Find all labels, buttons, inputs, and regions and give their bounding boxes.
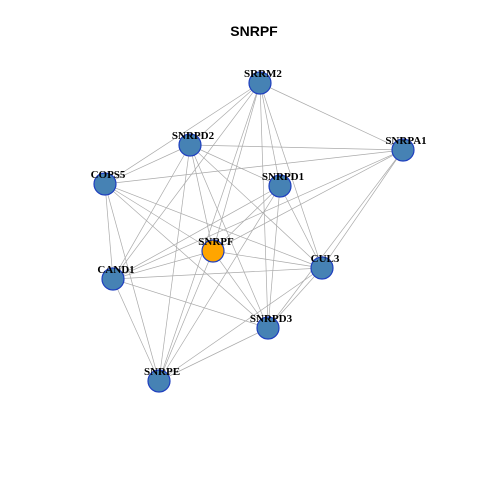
edge-snrpa1-snrpf xyxy=(212,149,404,252)
edge-snrpd2-cand1 xyxy=(112,144,191,280)
node-snrpf[interactable] xyxy=(201,239,225,263)
edge-snrpd1-cul3 xyxy=(279,185,323,269)
edge-srrm2-snrpe xyxy=(158,82,261,382)
node-snrpe[interactable] xyxy=(147,369,171,393)
edge-cops5-cand1 xyxy=(104,183,114,280)
edge-cul3-snrpd3 xyxy=(267,267,323,329)
edge-srrm2-snrpd2 xyxy=(189,82,261,146)
edge-snrpf-cand1 xyxy=(112,250,214,280)
edge-snrpa1-cand1 xyxy=(112,149,404,280)
node-label-cand1: CAND1 xyxy=(97,264,134,276)
node-cops5[interactable] xyxy=(93,172,117,196)
edge-cops5-snrpd3 xyxy=(104,183,269,329)
node-snrpa1[interactable] xyxy=(391,138,415,162)
node-snrpd2[interactable] xyxy=(178,133,202,157)
edge-srrm2-snrpd3 xyxy=(259,82,269,329)
node-cul3[interactable] xyxy=(310,256,334,280)
node-label-snrpd1: SNRPD1 xyxy=(262,171,304,183)
edge-snrpd1-cand1 xyxy=(112,185,281,280)
node-snrpd3[interactable] xyxy=(256,316,280,340)
edge-srrm2-snrpf xyxy=(212,82,261,252)
edge-snrpd2-snrpd1 xyxy=(189,144,281,187)
edge-snrpa1-snrpd3 xyxy=(267,149,404,329)
edge-cops5-cul3 xyxy=(104,183,323,269)
node-layer xyxy=(93,71,415,393)
node-label-snrpf: SNRPF xyxy=(198,236,234,248)
edge-snrpd2-snrpf xyxy=(189,144,214,252)
node-label-snrpa1: SNRPA1 xyxy=(385,135,426,147)
edge-snrpd3-snrpe xyxy=(158,327,269,382)
edge-snrpd2-snrpd3 xyxy=(189,144,269,329)
edge-srrm2-cand1 xyxy=(112,82,261,280)
edge-snrpd2-snrpe xyxy=(158,144,191,382)
edge-cul3-cand1 xyxy=(112,267,323,280)
edge-snrpf-snrpd3 xyxy=(212,250,269,329)
node-srrm2[interactable] xyxy=(248,71,272,95)
edge-srrm2-snrpa1 xyxy=(259,82,404,151)
edge-cul3-snrpe xyxy=(158,267,323,382)
edge-cops5-snrpf xyxy=(104,183,214,252)
node-label-srrm2: SRRM2 xyxy=(244,68,282,80)
edge-snrpd2-cops5 xyxy=(104,144,191,185)
node-label-snrpe: SNRPE xyxy=(144,366,180,378)
edge-cops5-snrpe xyxy=(104,183,160,382)
node-cand1[interactable] xyxy=(101,267,125,291)
edge-snrpf-cul3 xyxy=(212,250,323,269)
edge-snrpd2-cul3 xyxy=(189,144,323,269)
edge-snrpa1-cul3 xyxy=(321,149,404,269)
edge-cand1-snrpe xyxy=(112,278,160,382)
node-label-cul3: CUL3 xyxy=(311,253,340,265)
edge-srrm2-cul3 xyxy=(259,82,323,269)
node-label-snrpd2: SNRPD2 xyxy=(172,130,215,142)
edge-cand1-snrpd3 xyxy=(112,278,269,329)
edge-srrm2-cops5 xyxy=(104,82,261,185)
edge-snrpf-snrpe xyxy=(158,250,214,382)
edge-snrpd2-snrpa1 xyxy=(189,144,404,151)
edge-layer xyxy=(104,82,404,382)
edge-snrpd1-snrpe xyxy=(158,185,281,382)
node-label-snrpd3: SNRPD3 xyxy=(250,313,293,325)
node-snrpd1[interactable] xyxy=(268,174,292,198)
edge-srrm2-snrpd1 xyxy=(259,82,281,187)
node-label-cops5: COPS5 xyxy=(91,169,126,181)
edge-snrpa1-cops5 xyxy=(104,149,404,185)
edge-snrpd1-snrpf xyxy=(212,185,281,252)
graph-title: SNRPF xyxy=(230,23,278,39)
